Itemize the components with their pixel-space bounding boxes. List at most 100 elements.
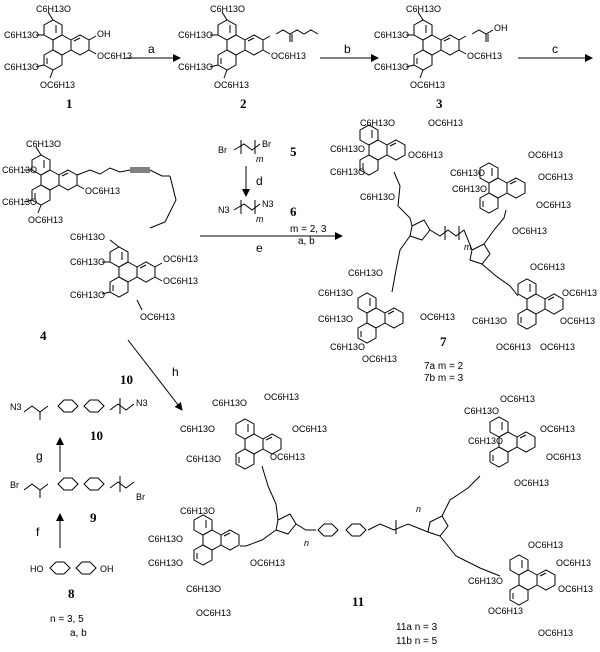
compound-3-label: 3 xyxy=(436,96,443,111)
m-values: m = 2, 3 xyxy=(290,224,327,235)
c11-sub-10: OC6H13 xyxy=(250,558,285,568)
step-c: c xyxy=(552,42,558,56)
c7-sub-13: C6H13O xyxy=(348,268,383,278)
c4-sub-6: OC6H13 xyxy=(163,254,198,264)
compound-5-label: 5 xyxy=(290,144,297,159)
c4-sub-11: OC6H13 xyxy=(140,312,175,322)
compound-2-label: 2 xyxy=(240,96,247,111)
step-f: f xyxy=(36,525,40,539)
compound-3-structure xyxy=(405,11,494,79)
compound-6-structure xyxy=(233,200,261,214)
c11-sub-8: C6H13O xyxy=(148,534,183,544)
c3-sub-3: C6H13O xyxy=(374,62,409,72)
c9-br-left: Br xyxy=(10,480,19,490)
c11-sub-15: OC6H13 xyxy=(540,424,575,434)
compound-7-structure xyxy=(357,124,564,344)
step-b: b xyxy=(344,42,351,56)
step-a: a xyxy=(148,42,155,56)
c5-br-right: Br xyxy=(262,139,271,149)
c11-sub-9: C6H13O xyxy=(148,558,183,568)
c11-sub-2: OC6H13 xyxy=(264,392,299,402)
c4-sub-4: OC6H13 xyxy=(28,215,63,225)
compound-11-structure xyxy=(193,416,556,606)
c7-m: m xyxy=(464,242,472,252)
c11-sub-11: C6H13O xyxy=(186,584,221,594)
c4-sub-5: OC6H13 xyxy=(85,186,120,196)
compound-4-structure xyxy=(23,146,177,311)
c7-sub-19: OC6H13 xyxy=(530,262,565,272)
c7-sub-15: C6H13O xyxy=(318,314,353,324)
c4-sub-7: C6H13O xyxy=(70,232,105,242)
compound-10-label: 10 xyxy=(90,428,103,443)
c2-sub-5: OC6H13 xyxy=(271,51,306,61)
arrow-h xyxy=(127,339,183,411)
c3-sub-1: C6H13O xyxy=(406,4,441,14)
c4-sub-3: C6H13O xyxy=(2,197,37,207)
compound-9-structure xyxy=(23,476,135,498)
c11-sub-17: OC6H13 xyxy=(546,452,581,462)
c7-sub-3: C6H13O xyxy=(330,144,365,154)
c1-sub-oh: OH xyxy=(97,29,111,39)
n-values: n = 3, 5 xyxy=(50,614,84,625)
c11-sub-24: OC6H13 xyxy=(538,628,573,638)
c7-sub-5: C6H13O xyxy=(330,167,365,177)
c10-n3-right: N3 xyxy=(136,398,148,408)
step-d: d xyxy=(256,174,263,188)
c11-sub-13: OC6H13 xyxy=(500,394,535,404)
c11-sub-6: OC6H13 xyxy=(270,452,305,462)
c5-br-left: Br xyxy=(218,145,227,155)
c2-sub-4: OC6H13 xyxy=(214,80,249,90)
c3-sub-oh: OH xyxy=(494,23,508,33)
c6-n3-left: N3 xyxy=(218,205,230,215)
compound-5-structure xyxy=(233,140,261,154)
c7-sub-2: OC6H13 xyxy=(428,118,463,128)
c4-sub-10: OC6H13 xyxy=(163,276,198,286)
c1-sub-2: C6H13O xyxy=(4,30,39,40)
step-g: g xyxy=(36,449,43,463)
c11-sub-1: C6H13O xyxy=(212,398,247,408)
c3-sub-5: OC6H13 xyxy=(467,51,502,61)
c7-sub-22: OC6H13 xyxy=(560,316,595,326)
compound-7-label: 7 xyxy=(440,334,447,349)
c11-sub-18: OC6H13 xyxy=(514,478,549,488)
c7b-note: 7b m = 3 xyxy=(424,373,464,384)
c11-sub-5: C6H13O xyxy=(186,454,221,464)
c7a-note: 7a m = 2 xyxy=(424,361,464,372)
c4-sub-1: C6H13O xyxy=(26,139,61,149)
c7-sub-7: OC6H13 xyxy=(528,150,563,160)
c3-sub-4: OC6H13 xyxy=(410,80,445,90)
c11-sub-7: C6H13O xyxy=(180,506,215,516)
compound-10-structure xyxy=(23,398,135,420)
c8-ho: HO xyxy=(30,564,44,574)
c11-sub-12: OC6H13 xyxy=(196,608,231,618)
c2-sub-3: C6H13O xyxy=(178,62,213,72)
compound-8-label: 8 xyxy=(68,586,75,601)
compound-4-label: 4 xyxy=(40,328,47,343)
compound-1-structure xyxy=(35,11,97,79)
c4-sub-9: C6H13O xyxy=(70,290,105,300)
c6-m: m xyxy=(256,214,264,224)
c7-sub-20: OC6H13 xyxy=(562,288,597,298)
c7-sub-4: OC6H13 xyxy=(408,150,443,160)
c7-sub-18: OC6H13 xyxy=(362,354,397,364)
c11-sub-4: OC6H13 xyxy=(292,424,327,434)
c11-n-right: n xyxy=(416,504,421,514)
c11-sub-14: C6H13O xyxy=(464,406,499,416)
compound-1-label: 1 xyxy=(66,96,73,111)
c7-sub-14: C6H13O xyxy=(318,288,353,298)
c7-sub-24: OC6H13 xyxy=(540,342,575,352)
c7-sub-10: C6H13O xyxy=(452,184,487,194)
c7-sub-16: C6H13O xyxy=(330,342,365,352)
c6-n3-right: N3 xyxy=(262,199,274,209)
c11-sub-20: OC6H13 xyxy=(556,558,591,568)
compound-11-label: 11 xyxy=(352,594,364,609)
c11-sub-22: OC6H13 xyxy=(558,584,593,594)
c2-sub-1: C6H13O xyxy=(210,4,245,14)
c11-sub-23: OC6H13 xyxy=(488,606,523,616)
c9-br-right: Br xyxy=(136,492,145,502)
h-reagent-10: 10 xyxy=(120,372,133,387)
c11-sub-3: C6H13O xyxy=(180,424,215,434)
c5-m: m xyxy=(256,154,264,164)
c7-sub-9: OC6H13 xyxy=(538,172,573,182)
